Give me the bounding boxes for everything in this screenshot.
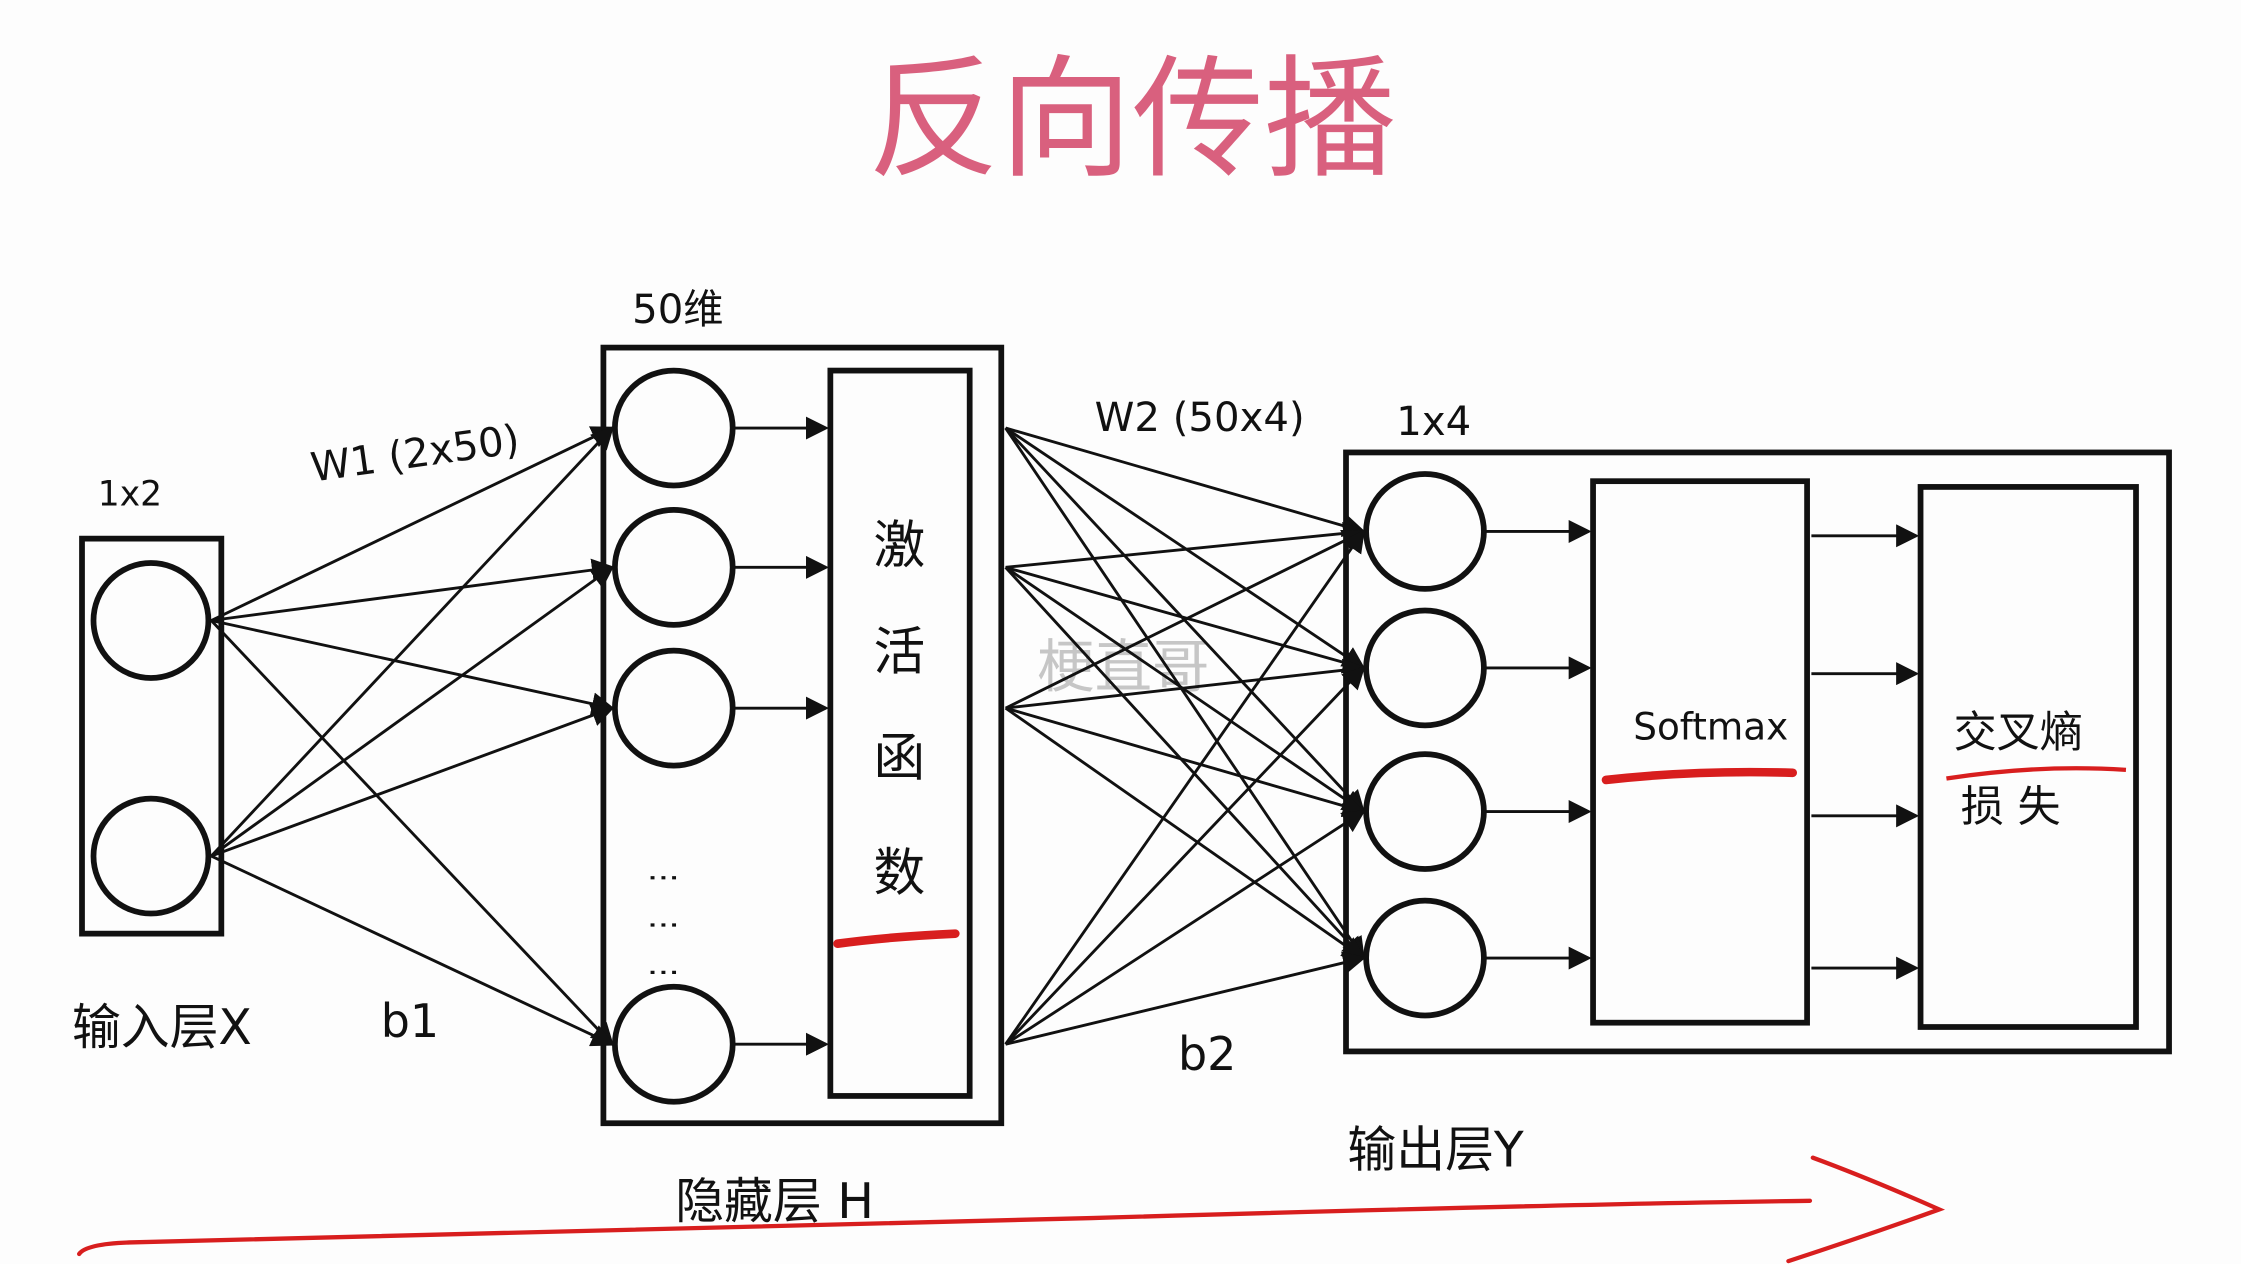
output-layer-box bbox=[1343, 449, 2172, 1055]
output-neurons bbox=[1363, 471, 1487, 1019]
weight-connection bbox=[210, 426, 615, 622]
input-neurons bbox=[90, 560, 212, 917]
weights2-label: W2 (50x4) bbox=[1095, 395, 1305, 441]
weight-connection bbox=[1004, 706, 1366, 960]
backprop-arrow bbox=[76, 1155, 1946, 1264]
output-neuron bbox=[1363, 897, 1487, 1019]
activation-char: 数 bbox=[873, 844, 925, 904]
hidden-neuron bbox=[612, 507, 736, 628]
hidden-neuron bbox=[612, 367, 736, 489]
page-title: 反向传播 bbox=[868, 43, 1397, 197]
weights1-label: W1 (2x50) bbox=[308, 417, 522, 492]
activation-char: 活 bbox=[873, 622, 925, 682]
hidden-dim-label: 50维 bbox=[632, 287, 723, 333]
connections bbox=[210, 416, 1920, 1056]
weight-connection bbox=[1005, 951, 1367, 1046]
weight-connection bbox=[210, 854, 615, 1047]
weight-connection bbox=[1004, 809, 1366, 1046]
output-dim-label: 1x4 bbox=[1396, 399, 1471, 445]
input-layer-label: 输入层X bbox=[72, 999, 252, 1056]
activation-box bbox=[827, 367, 973, 1099]
output-neuron bbox=[1363, 607, 1487, 729]
input-neuron bbox=[90, 560, 212, 681]
hidden-neurons bbox=[612, 367, 736, 1105]
loss-label-line2: 损 失 bbox=[1961, 783, 2061, 833]
hidden-neuron bbox=[612, 983, 736, 1105]
activation-char: 函 bbox=[873, 729, 925, 789]
weight-connection bbox=[210, 425, 614, 858]
weight-connection bbox=[1004, 530, 1366, 710]
weight-connection bbox=[1005, 658, 1367, 710]
loss-box bbox=[1917, 484, 2139, 1030]
output-neuron bbox=[1363, 751, 1487, 872]
weight-connection bbox=[210, 704, 615, 858]
weight-connection bbox=[1004, 665, 1366, 1046]
weight-connection bbox=[1004, 529, 1365, 1046]
input-neuron bbox=[90, 795, 212, 917]
weight-connection bbox=[1004, 427, 1365, 961]
input-dim-label: 1x2 bbox=[98, 475, 162, 515]
loss-underline bbox=[1946, 766, 2127, 781]
output-layer-label: 输出层Y bbox=[1347, 1121, 1523, 1178]
bias-b1-label: b1 bbox=[381, 994, 439, 1048]
hidden-layer-label: 隐藏层 H bbox=[675, 1173, 874, 1230]
output-neuron bbox=[1363, 471, 1487, 592]
hidden-layer-box bbox=[600, 344, 1005, 1127]
hidden-ellipsis: ⋮ ⋮ ⋮ bbox=[646, 862, 682, 991]
weight-connection bbox=[1005, 706, 1367, 817]
bias-b2-label: b2 bbox=[1178, 1027, 1236, 1081]
weight-connection bbox=[211, 558, 615, 622]
loss-label-line1: 交叉熵 bbox=[1954, 708, 2083, 758]
weight-connection bbox=[210, 619, 615, 716]
softmax-underline bbox=[1601, 767, 1798, 785]
softmax-box bbox=[1590, 478, 1810, 1026]
input-layer-box bbox=[79, 535, 225, 937]
activation-underline bbox=[833, 929, 960, 948]
softmax-label: Softmax bbox=[1633, 705, 1788, 749]
weight-connection bbox=[210, 619, 615, 1047]
activation-char: 激 bbox=[873, 516, 925, 576]
weight-connection bbox=[210, 565, 615, 858]
weight-connection bbox=[1005, 426, 1367, 537]
weight-connection bbox=[1004, 566, 1366, 961]
weight-connection bbox=[1005, 565, 1367, 674]
weight-connection bbox=[1005, 522, 1367, 569]
hidden-neuron bbox=[612, 647, 736, 769]
